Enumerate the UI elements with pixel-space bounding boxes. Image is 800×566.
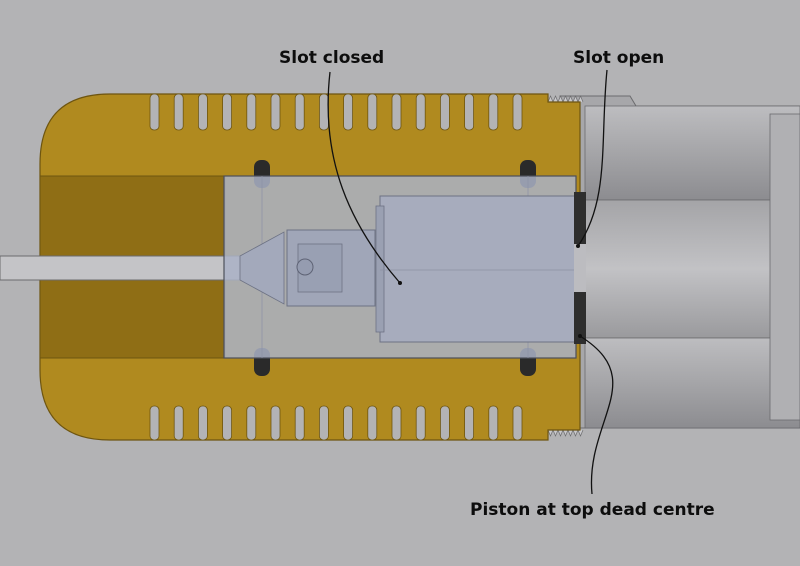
cooling-fins-bottom bbox=[149, 405, 523, 441]
leader-dot-slot-open bbox=[576, 244, 580, 248]
cooling-fin-slot bbox=[464, 405, 475, 441]
leader-dot-slot-closed bbox=[398, 281, 402, 285]
cooling-fin-slot bbox=[222, 93, 233, 131]
cooling-fin-slot bbox=[318, 93, 329, 131]
cooling-fin-slot bbox=[488, 405, 499, 441]
connecting-rod bbox=[0, 255, 241, 281]
cooling-fin-slot bbox=[197, 93, 208, 131]
thread-top bbox=[547, 95, 584, 103]
cooling-fin-slot bbox=[173, 405, 184, 441]
cooling-fin-slot bbox=[270, 405, 281, 441]
cooling-fin-slot bbox=[149, 405, 160, 441]
cooling-fin-slot bbox=[318, 405, 329, 441]
cooling-fin-slot bbox=[149, 93, 160, 131]
cooling-fin-slot bbox=[439, 405, 450, 441]
cooling-fin-slot bbox=[294, 93, 305, 131]
thread-teeth bbox=[547, 429, 584, 437]
label-slot-closed: Slot closed bbox=[279, 48, 384, 68]
cooling-fin-slot bbox=[367, 93, 378, 131]
leader-dot-piston-tdc bbox=[578, 334, 582, 338]
thread-teeth bbox=[547, 95, 584, 103]
cooling-fin-slot bbox=[512, 405, 523, 441]
cooling-fin-slot bbox=[367, 405, 378, 441]
cooling-fin-slot bbox=[270, 93, 281, 131]
label-slot-open: Slot open bbox=[573, 48, 664, 68]
cooling-fin-slot bbox=[343, 405, 354, 441]
cooling-fin-slot bbox=[512, 93, 523, 131]
leader-slot-closed bbox=[327, 71, 401, 284]
cooling-fin-slot bbox=[246, 405, 257, 441]
cooling-fin-slot bbox=[197, 405, 208, 441]
cooling-fin-slot bbox=[415, 405, 426, 441]
cooling-fin-slot bbox=[173, 93, 184, 131]
barrel-housing bbox=[559, 95, 800, 429]
wrist-pin-assembly bbox=[239, 229, 376, 307]
cooling-fin-slot bbox=[391, 405, 402, 441]
cooling-fin-slot bbox=[415, 93, 426, 131]
cooling-fin-slot bbox=[343, 93, 354, 131]
cooling-fins-top bbox=[149, 93, 523, 131]
cooling-fin-slot bbox=[294, 405, 305, 441]
thread-bottom bbox=[547, 429, 584, 437]
cooling-fin-slot bbox=[222, 405, 233, 441]
leader-slot-open bbox=[577, 69, 608, 247]
cooling-fin-slot bbox=[488, 93, 499, 131]
exhaust-port bbox=[574, 192, 586, 344]
leader-piston-tdc bbox=[579, 335, 614, 495]
cooling-fin-slot bbox=[391, 93, 402, 131]
cooling-fin-slot bbox=[246, 93, 257, 131]
cooling-fin-slot bbox=[464, 93, 475, 131]
cooling-fin-slot bbox=[439, 93, 450, 131]
piston bbox=[375, 195, 577, 343]
label-piston-tdc: Piston at top dead centre bbox=[470, 500, 715, 520]
